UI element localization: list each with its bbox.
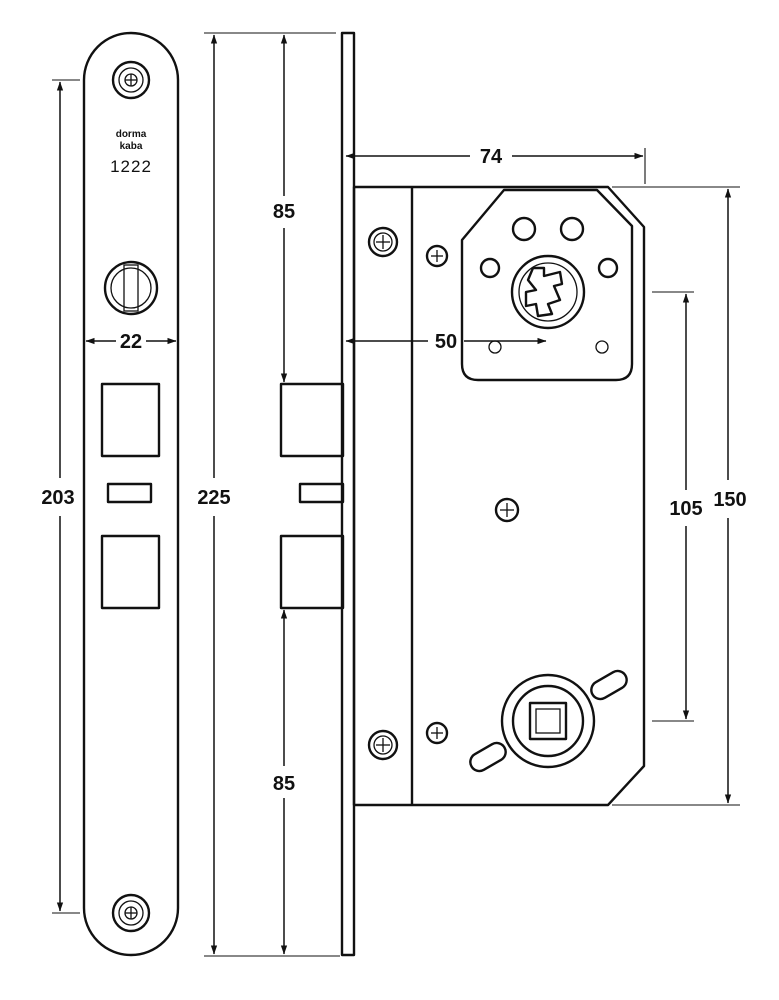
brand-line-1: dorma xyxy=(116,129,147,140)
rivet-lower-icon xyxy=(425,721,449,745)
dim-85-lower-label: 85 xyxy=(273,773,295,795)
slot-lower-left xyxy=(469,741,507,773)
slot-upper-right xyxy=(590,669,628,701)
dim-22-label: 22 xyxy=(120,331,142,353)
case-screw-lower-icon xyxy=(367,729,399,761)
faceplate-front-view: dorma kaba 1222 22 203 xyxy=(41,31,180,957)
model-number: 1222 xyxy=(110,157,152,176)
middle-latch-cutout xyxy=(106,482,153,504)
follower-spindle-icon xyxy=(510,254,586,330)
follower-holes xyxy=(479,216,619,354)
faceplate-outline xyxy=(82,31,180,957)
rivet-center-icon xyxy=(494,497,520,523)
bottom-screw-icon xyxy=(111,893,151,933)
dim-150-label: 150 xyxy=(713,489,746,511)
dim-85-upper-label: 85 xyxy=(273,201,295,223)
lock-case-outline xyxy=(352,185,646,807)
middle-latch-side xyxy=(298,482,345,504)
upper-latch-side xyxy=(279,382,345,458)
lock-body-side-view: 225 85 85 xyxy=(197,31,747,957)
dim-50-label: 50 xyxy=(435,331,457,353)
top-screw-icon xyxy=(111,60,151,100)
dim-203-label: 203 xyxy=(41,487,74,509)
case-screw-upper-icon xyxy=(367,226,399,258)
follower-plate xyxy=(460,188,634,382)
upper-latch-cutout xyxy=(100,382,161,458)
cylinder-hub-icon xyxy=(500,673,596,769)
dim-225-label: 225 xyxy=(197,487,230,509)
dim-105-label: 105 xyxy=(669,498,702,520)
brand-line-2: kaba xyxy=(120,141,143,152)
deadbolt-cutout xyxy=(100,534,161,610)
rivet-upper-icon xyxy=(425,244,449,268)
thumbturn-cutout-icon xyxy=(103,260,159,316)
deadbolt-side xyxy=(279,534,345,610)
dim-74-label: 74 xyxy=(480,146,503,168)
